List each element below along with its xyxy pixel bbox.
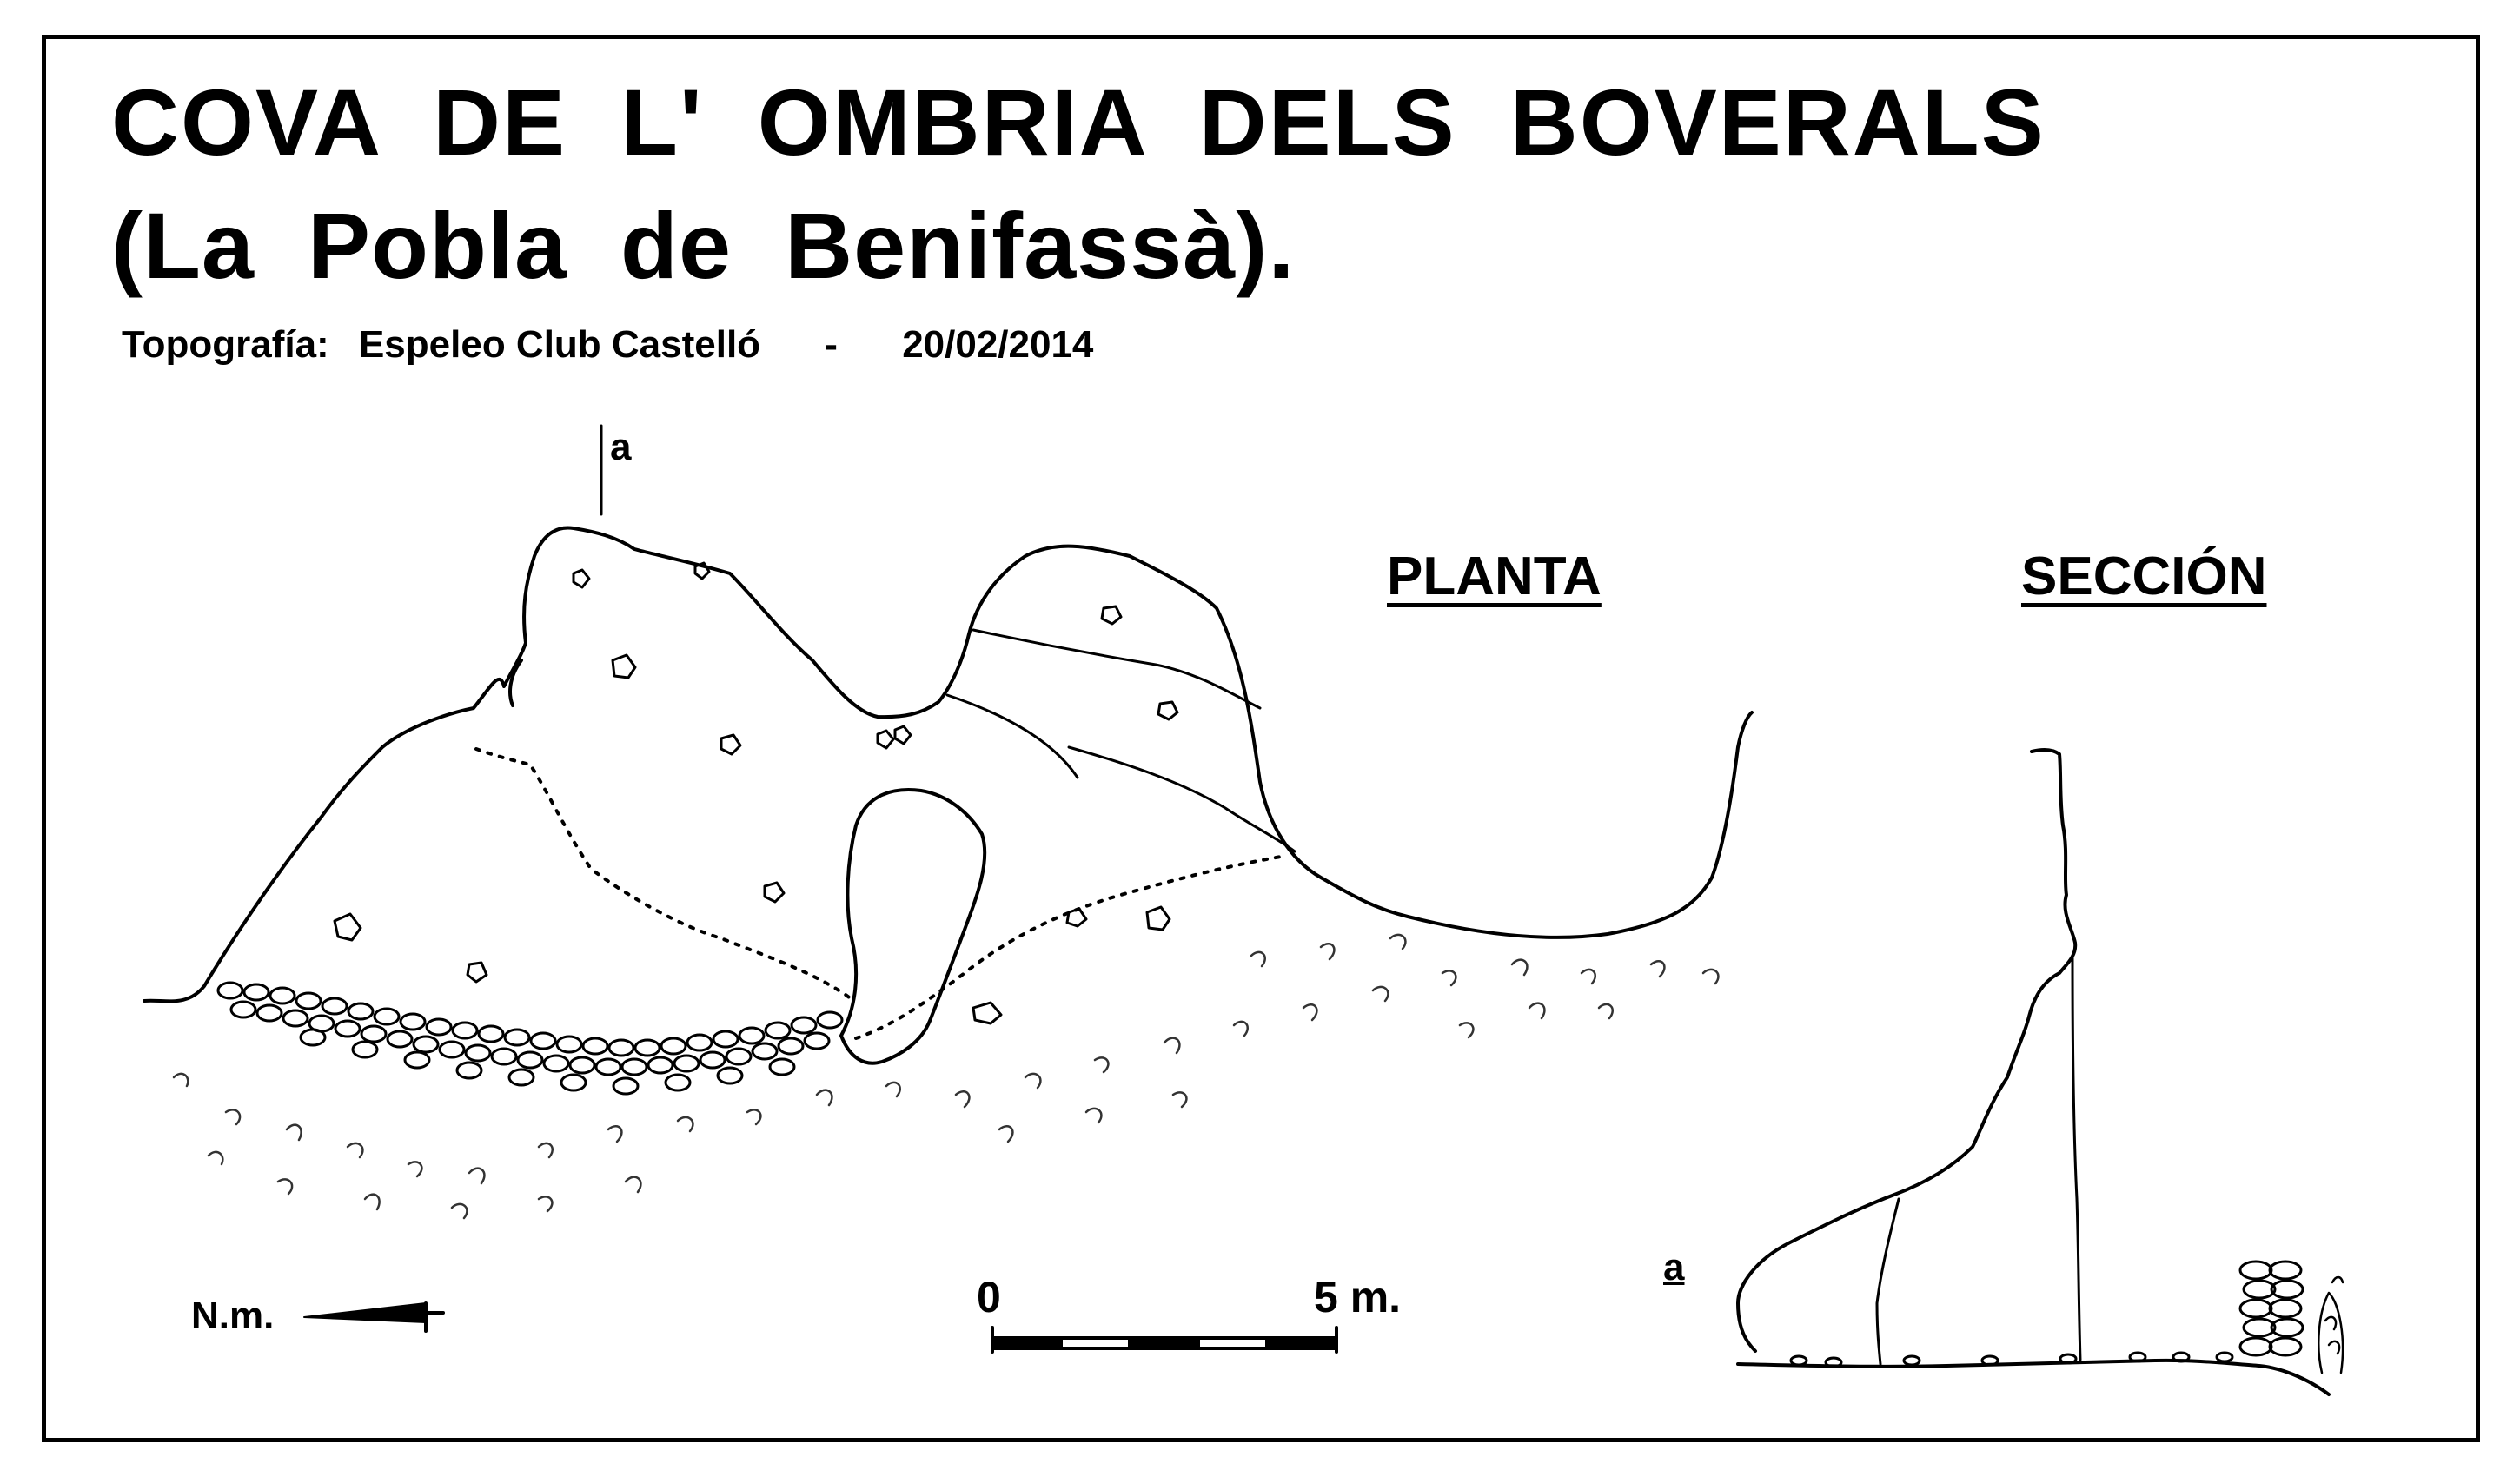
plan-boundary-2 — [945, 693, 1079, 779]
cave-location: (La Pobla de Benifassà). — [111, 193, 1296, 298]
section-cave-outline — [1736, 748, 2078, 1353]
plan-boundary-1 — [972, 628, 1262, 710]
section-vegetation — [2318, 1275, 2344, 1374]
plan-section-marker-label: a — [610, 426, 632, 468]
plan-stone-wall — [216, 981, 844, 1096]
section-floor-rocks — [1789, 1351, 2234, 1368]
section-view-label: SECCIÓN — [2021, 546, 2267, 606]
scale-end-label: 5 m. — [1314, 1273, 1402, 1321]
credits-label: Topografía: — [122, 323, 329, 366]
north-arrow — [303, 1301, 445, 1333]
section-marker-label: a — [1663, 1246, 1685, 1288]
scale-start-label: 0 — [977, 1273, 1001, 1321]
scale-bar — [991, 1326, 1338, 1354]
sheet-frame — [42, 35, 2480, 1442]
credits-date: 20/02/2014 — [902, 323, 1094, 366]
plan-wall-notch — [508, 659, 523, 707]
plan-debris — [172, 933, 1720, 1220]
section-crack-left — [1875, 1197, 1900, 1366]
credits-author: Espeleo Club Castelló — [358, 323, 761, 366]
credits-separator: - — [825, 323, 838, 366]
north-label: N.m. — [191, 1295, 275, 1337]
plan-cave-outline — [143, 526, 1754, 1003]
survey-credits: Topografía: Espeleo Club Castelló - 20/0… — [122, 323, 1093, 367]
section-floor — [1736, 1358, 2331, 1396]
section-stone-wall — [2238, 1260, 2304, 1357]
cave-title: COVA DE L' OMBRIA DELS BOVERALS — [111, 70, 2046, 175]
plan-slope-left — [474, 747, 853, 1001]
plan-pillar — [839, 788, 987, 1065]
section-crack-right — [2071, 954, 2082, 1361]
plan-slope-right — [854, 854, 1288, 1040]
plan-view-label: PLANTA — [1387, 546, 1602, 606]
plan-rocks — [333, 561, 1179, 1025]
plan-boundary-3 — [1067, 745, 1296, 853]
